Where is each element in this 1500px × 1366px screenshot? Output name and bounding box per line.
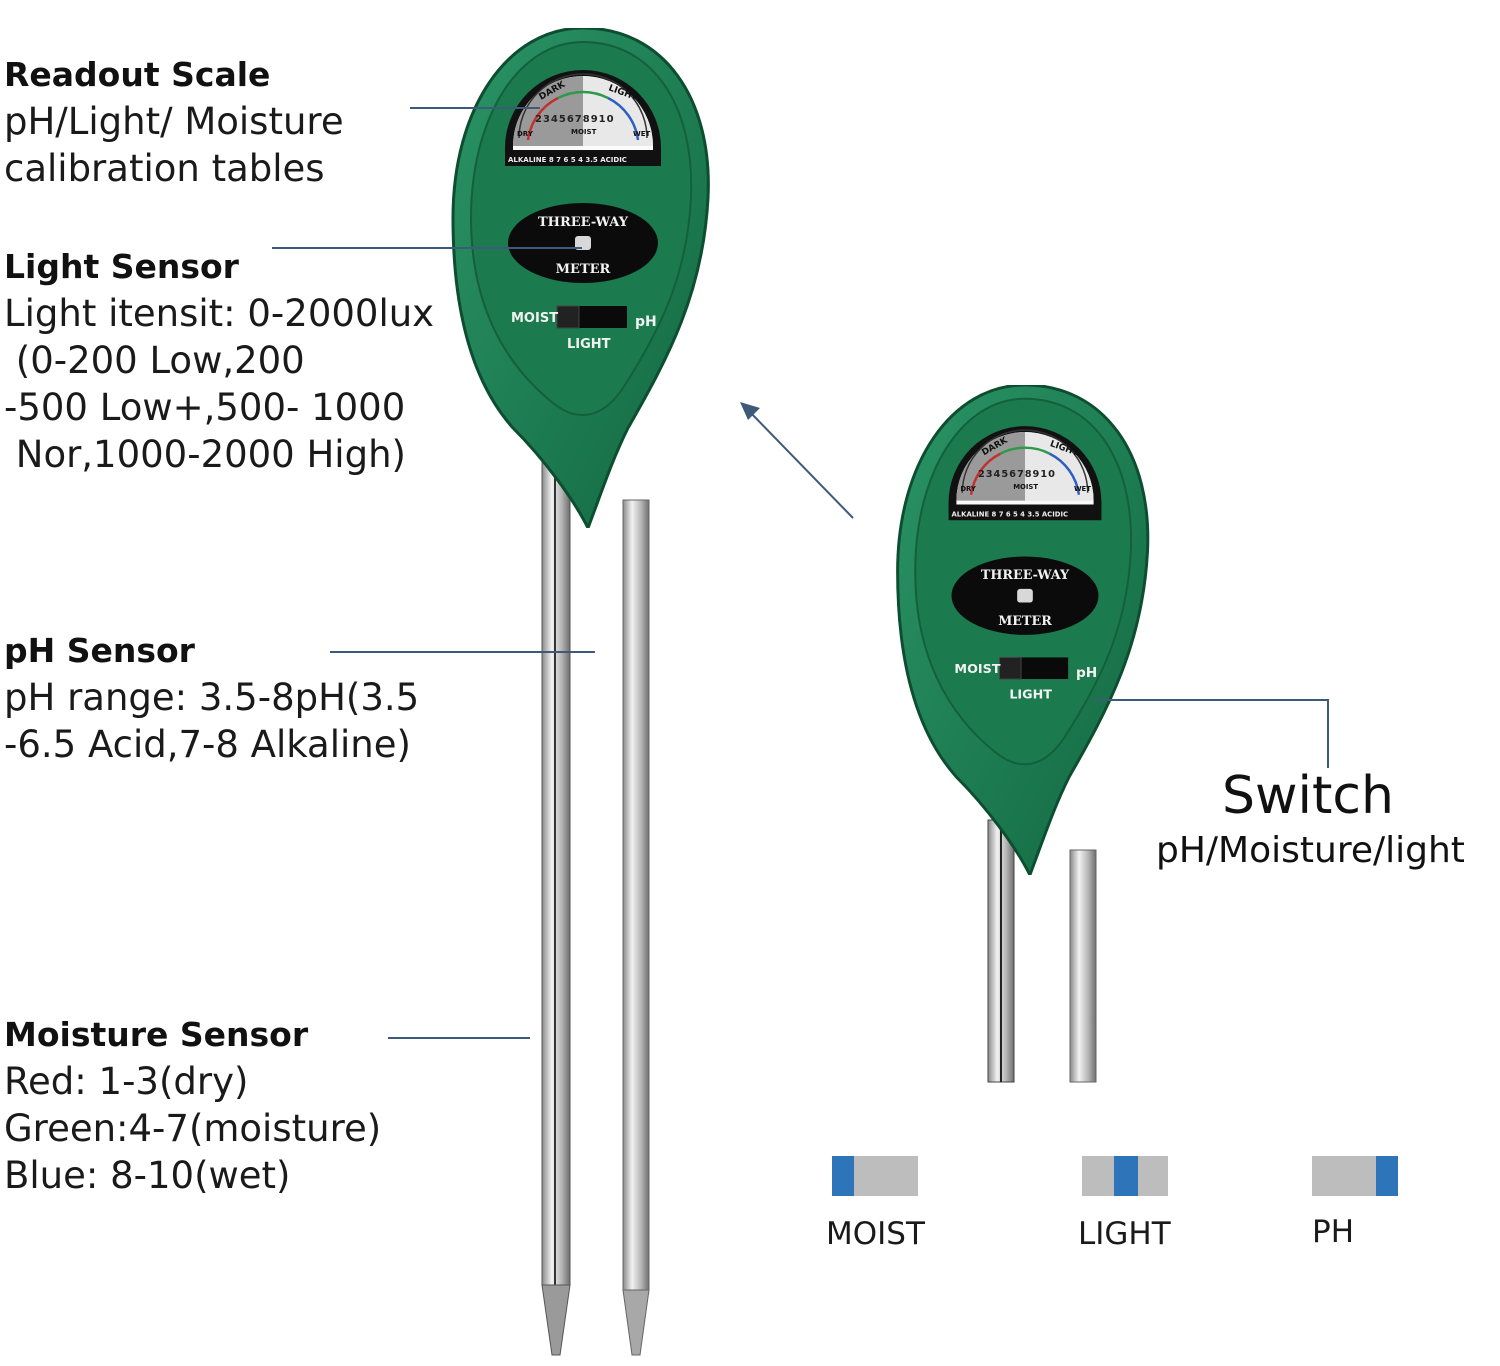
readout-line-2: calibration tables: [4, 147, 325, 190]
legend-moist-label: MOIST: [826, 1216, 925, 1252]
legend-light-switch: [1082, 1156, 1168, 1196]
legend-ph-switch: [1312, 1156, 1398, 1196]
moisture-sensor-title: Moisture Sensor: [4, 1015, 309, 1054]
switch-title: Switch: [1222, 766, 1394, 826]
moisture-sensor-line-3: Blue: 8-10(wet): [4, 1154, 291, 1197]
readout-scale-title: Readout Scale: [4, 55, 271, 94]
legend-moist-switch: [832, 1156, 918, 1196]
switch-leader-line: [1095, 699, 1329, 768]
large-meter: [451, 28, 711, 528]
legend-ph-label: PH: [1312, 1214, 1355, 1250]
ph-sensor-block: pH Sensor pH range: 3.5-8pH(3.5 -6.5 Aci…: [4, 628, 419, 768]
light-sensor-block: Light Sensor Light itensit: 0-2000lux (0…: [4, 244, 434, 478]
light-sensor-title: Light Sensor: [4, 247, 239, 286]
light-sensor-line-3: -500 Low+,500- 1000: [4, 386, 406, 429]
ph-sensor-line-1: pH range: 3.5-8pH(3.5: [4, 676, 420, 719]
light-sensor-line-2: (0-200 Low,200: [4, 339, 305, 382]
small-meter: [895, 385, 1150, 875]
readout-scale-block: Readout Scale pH/Light/ Moisture calibra…: [4, 52, 344, 192]
ph-sensor-line-2: -6.5 Acid,7-8 Alkaline): [4, 723, 411, 766]
moisture-sensor-line-1: Red: 1-3(dry): [4, 1060, 249, 1103]
moisture-sensor-line-2: Green:4-7(moisture): [4, 1107, 382, 1150]
ph-sensor-title: pH Sensor: [4, 631, 195, 670]
legend-light-label: LIGHT: [1078, 1216, 1171, 1252]
readout-line-1: pH/Light/ Moisture: [4, 100, 344, 143]
switch-subtitle: pH/Moisture/light: [1156, 830, 1465, 871]
arrow-line: [747, 409, 854, 519]
light-sensor-line-4: Nor,1000-2000 High): [4, 433, 406, 476]
moisture-sensor-block: Moisture Sensor Red: 1-3(dry) Green:4-7(…: [4, 1012, 381, 1199]
arrow-head-icon: [740, 402, 760, 420]
light-sensor-line-1: Light itensit: 0-2000lux: [4, 292, 435, 335]
